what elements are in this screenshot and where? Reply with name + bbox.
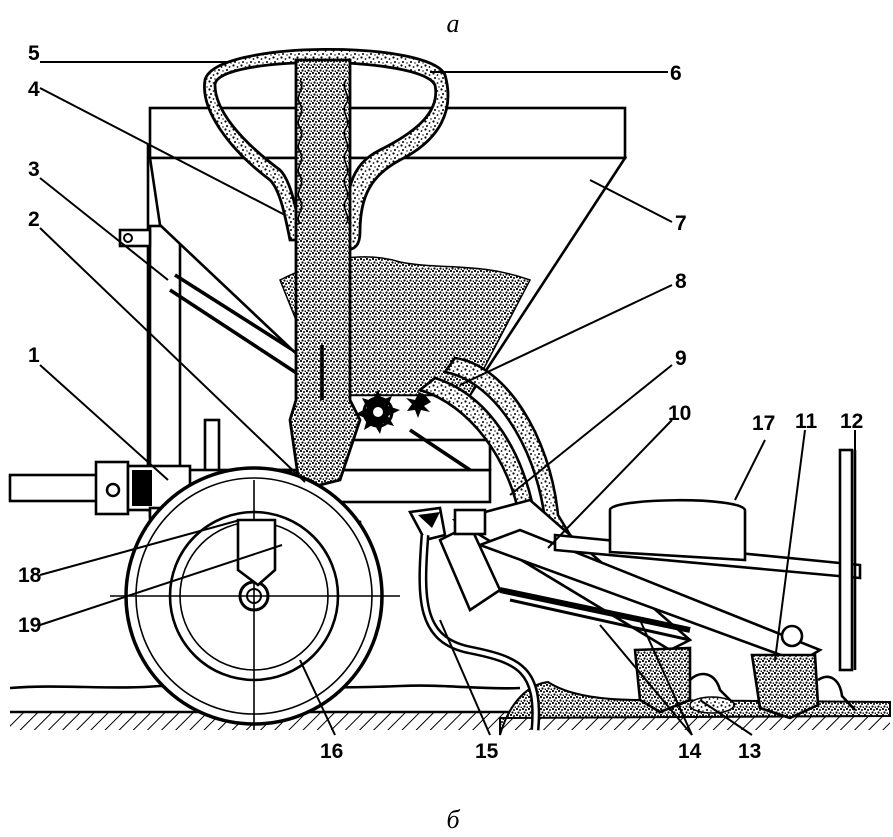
central-seed-tube [288, 58, 362, 525]
label-12: 12 [840, 410, 863, 433]
label-14: 14 [678, 740, 702, 763]
label-9: 9 [675, 347, 687, 370]
seed-delivery-hose [418, 534, 541, 731]
label-10: 10 [668, 402, 691, 425]
label-1: 1 [28, 344, 40, 367]
coulter-bars [407, 498, 823, 664]
leader-lines [39, 61, 856, 736]
coulter-shoes [633, 624, 856, 720]
label-13: 13 [738, 740, 761, 763]
caption-top: а [447, 9, 460, 38]
label-18: 18 [18, 564, 42, 587]
rear-frame [553, 448, 862, 672]
label-11: 11 [795, 410, 818, 433]
seed-meter-sprocket [356, 390, 431, 434]
label-2: 2 [28, 208, 40, 231]
air-pipe-loop [203, 47, 450, 252]
label-4: 4 [28, 78, 40, 101]
label-8: 8 [675, 270, 687, 293]
caption-bottom: б [446, 805, 460, 834]
label-17: 17 [752, 412, 775, 435]
label-3: 3 [28, 158, 40, 181]
label-16: 16 [320, 740, 343, 763]
label-6: 6 [670, 62, 682, 85]
label-7: 7 [675, 212, 687, 235]
label-5: 5 [28, 42, 40, 65]
label-15: 15 [475, 740, 499, 763]
label-19: 19 [18, 614, 41, 637]
